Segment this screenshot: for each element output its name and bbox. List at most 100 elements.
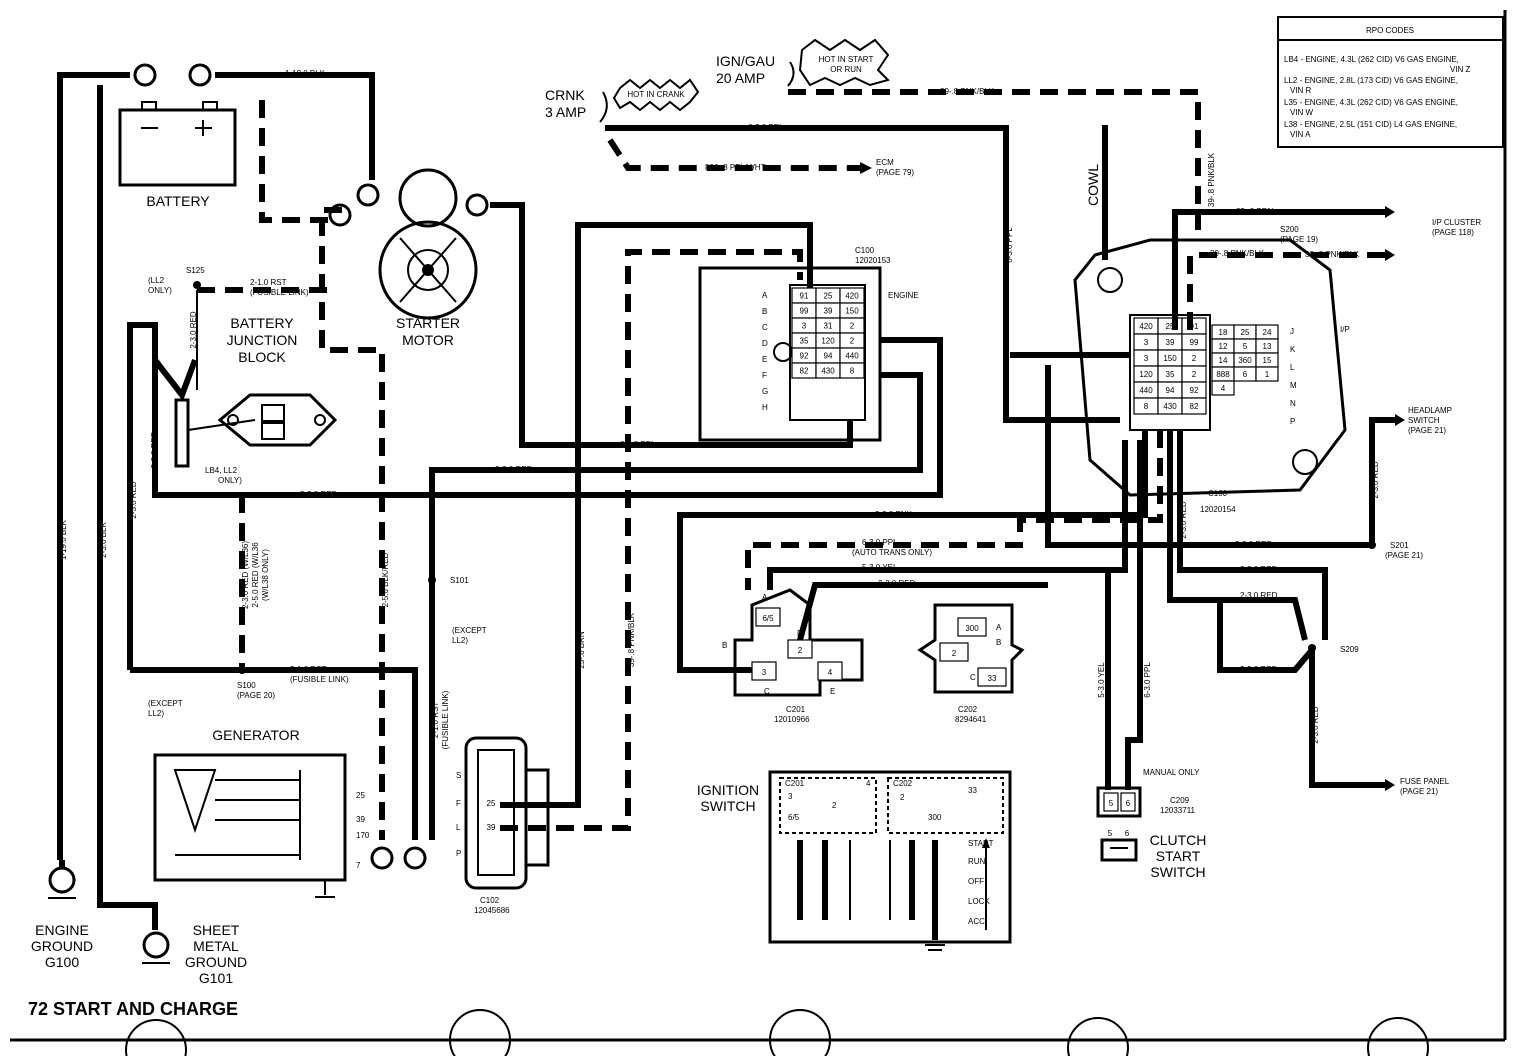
c100-left-pin: 94: [824, 352, 833, 361]
c100-left-pin: 92: [800, 352, 809, 361]
ign-pin-2r: 2: [900, 793, 905, 802]
wire-auto-l1: 6-3.0 PPL: [862, 538, 898, 547]
wire-vr2-label: 2-3.0 RED: [1311, 706, 1320, 744]
engine-ground-l3: G100: [45, 954, 79, 970]
crnk-label-2: 3 AMP: [545, 104, 586, 120]
c202-pin-33: 33: [988, 674, 997, 683]
c102-letter-s: S: [456, 771, 461, 780]
ip-cluster-arrow-2: [1385, 249, 1395, 261]
bjb-v-wire: [152, 358, 198, 402]
c102-label-2: 12045686: [474, 906, 510, 915]
s200-l1: S200: [1280, 225, 1299, 234]
c100-left-pin: 91: [800, 292, 809, 301]
wire-25-brn-label: 25-.8 BRN: [577, 631, 586, 669]
s100-splice: [238, 666, 246, 674]
battery-symbol: BATTERY: [118, 101, 237, 209]
c100-left-row-letter: B: [762, 307, 767, 316]
s100-l2: (PAGE 20): [237, 691, 275, 700]
wire-2-1-rst-vert-l2: (FUSIBLE LINK): [441, 690, 450, 749]
wire-6-ppl-vert-label: 6-3.0 PPL: [1143, 662, 1152, 698]
ign-gau-label-1: IGN/GAU: [716, 53, 775, 69]
c100-right-small-cell: [1255, 366, 1279, 382]
c100-right-row-letter: K: [1290, 345, 1296, 354]
wire-3-3-pnk-label: 3-3.0 PNK: [875, 510, 913, 519]
wire-2-3-red-b: [1177, 430, 1328, 640]
crnk-fuse: [599, 91, 608, 123]
headlamp-arrow: [1395, 414, 1405, 426]
ip-cluster-l2: (PAGE 118): [1432, 228, 1474, 237]
c100-right-small-pin: 5: [1243, 342, 1248, 351]
c100-right-pin: 430: [1163, 402, 1177, 411]
crnk-label-1: CRNK: [545, 87, 585, 103]
c100-right-l1: C100: [1208, 489, 1228, 498]
ign-pos-lock: LOCK: [968, 897, 990, 906]
s125-splice: [193, 281, 201, 289]
starter-s-lug: [465, 193, 489, 217]
wire-2-1-rst-bottom: [130, 667, 418, 840]
wire-to-fuse-panel: [1309, 648, 1385, 788]
wire-2-3-red-mid2: 2-3.0 RED: [495, 465, 533, 474]
c100-left-row-letter: A: [762, 291, 768, 300]
c202-letter-c: C: [970, 673, 976, 682]
generator-label: GENERATOR: [212, 727, 299, 743]
c102-letter-f: F: [456, 799, 461, 808]
c201-pin-65: 6/5: [762, 614, 774, 623]
c100-right-row-letter: M: [1290, 381, 1297, 390]
c201-letter-e: E: [830, 687, 835, 696]
wire-2-3-red-v1: 2-3.0 RED: [189, 311, 198, 349]
c100-right-row-letter: P: [1290, 417, 1295, 426]
clutch-switch-connector: 5 6 MANUAL ONLY C209 12033711: [1096, 768, 1200, 818]
wire-2-1-rst-bot-l2: (FUSIBLE LINK): [290, 675, 349, 684]
c100-right-pin: 91: [1190, 322, 1199, 331]
wire-s201-label: 2-3.0 RED: [1235, 540, 1273, 549]
gen-term-39: 39: [356, 815, 365, 824]
c100-left-row-letter: D: [762, 339, 768, 348]
headlamp-l1: HEADLAMP: [1408, 406, 1452, 415]
c102-connector: 25 39 S F L P C102 12045686: [456, 736, 550, 915]
clutch-switch-symbol: 5 6 CLUTCH START SWITCH: [1100, 829, 1206, 880]
hot-in-start-l2: OR RUN: [830, 65, 862, 74]
c100-right-pin: 8: [1144, 402, 1149, 411]
clutch-label-3: SWITCH: [1150, 864, 1205, 880]
headlamp-l2: SWITCH: [1408, 416, 1440, 425]
c100-left-row-letter: G: [762, 387, 768, 396]
ll2-only-2: ONLY): [148, 286, 172, 295]
generator-symbol: GENERATOR 25 39 170 7: [153, 727, 370, 898]
c100-left-row-letter: C: [762, 323, 768, 332]
headlamp-l3: (PAGE 21): [1408, 426, 1446, 435]
ign-gau-fuse: [787, 61, 795, 87]
ign-pin-4: 4: [866, 779, 871, 788]
c100-right-small-pin: 13: [1263, 342, 1272, 351]
c100-right-pin: 420: [1139, 322, 1153, 331]
sheet-metal-ground-symbol: SHEET METAL GROUND G101: [142, 922, 247, 986]
ign-pos-start: START: [968, 839, 994, 848]
wire-25-brn: [500, 222, 813, 808]
wire-3-3-pnk: [677, 430, 1148, 673]
ecm-label-2: (PAGE 79): [876, 168, 914, 177]
lb4-ll2-only-2: ONLY): [218, 476, 242, 485]
ign-pin-65: 6/5: [788, 813, 800, 822]
wire-dashed-battery: [259, 100, 330, 223]
c100-right-pin: 2: [1192, 354, 1197, 363]
wire-2-3-red-c201: [797, 582, 1048, 641]
c100-right-pin: 120: [1139, 370, 1153, 379]
c201-pin-4: 4: [828, 668, 833, 677]
cowl-label: COWL: [1085, 164, 1101, 206]
gen-lug-2: [403, 846, 427, 870]
gen-lug-1: [370, 846, 394, 870]
ign-pin-2l: 2: [832, 801, 837, 810]
except-ll2-left-2: LL2): [148, 709, 164, 718]
wire-vr3-label: 2-3.0 RED: [1179, 501, 1188, 539]
c209-l2: 12033711: [1160, 806, 1196, 815]
sheet-ground-l3: GROUND: [185, 954, 247, 970]
rpo-codes-box: RPO CODES LB4 - ENGINE, 4.3L (262 CID) V…: [1277, 16, 1504, 148]
c100-right-pin: 150: [1163, 354, 1177, 363]
rpo-line-8: VIN A: [1290, 130, 1311, 139]
c202-label-2: 8294641: [955, 715, 987, 724]
c100-right-row-letter: J: [1290, 327, 1294, 336]
c100-right-row-letter: N: [1290, 399, 1296, 408]
wire-2-1-rst-bot-l1: 2-1.0 RST: [290, 665, 327, 674]
c100-left-row-letter: F: [762, 371, 767, 380]
starter-label-1: STARTER: [396, 315, 460, 331]
